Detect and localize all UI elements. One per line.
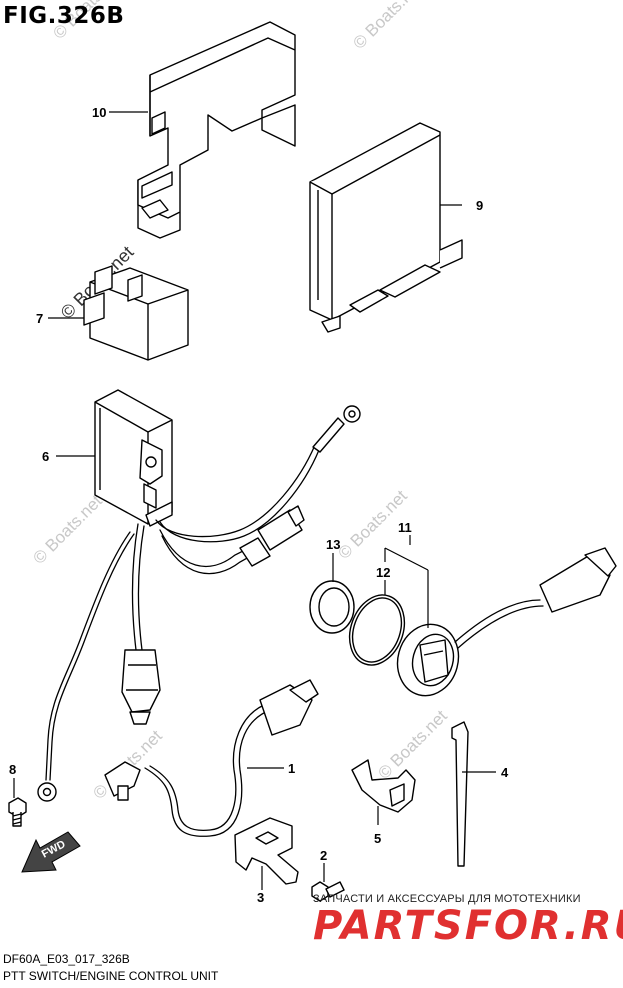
callout-13: 13 [326,537,340,552]
part-1-harness [104,679,319,837]
part-8-screw [8,797,27,827]
watermark: © Boats.net [374,706,451,783]
figure-caption: PTT SWITCH/ENGINE CONTROL UNIT [3,969,219,983]
shop-logo: PARTSFOR.RU [313,903,623,949]
shop-tagline: ЗАПЧАСТИ И АКСЕССУАРЫ ДЛЯ МОТОТЕХНИКИ [313,893,581,905]
figure-title: FIG.326B [3,3,125,29]
part-13-ring [309,580,355,634]
callout-8: 8 [9,762,16,777]
harness-wires [37,405,361,802]
callout-11: 11 [398,520,412,535]
watermark: © Boats.net [29,491,106,568]
callout-10: 10 [92,105,106,120]
callout-9: 9 [476,198,483,213]
callout-5: 5 [374,831,381,846]
part-10-cover [137,21,296,239]
callout-6: 6 [42,449,49,464]
part-11-switch [396,547,617,697]
callout-7: 7 [36,311,43,326]
part-7-relay [83,265,189,361]
callout-2: 2 [320,848,327,863]
part-5-clip [351,759,416,813]
part-6-ptt-unit [94,389,173,527]
fwd-arrow: FWD [21,831,81,873]
watermark: © Boats.net [349,0,426,53]
part-9-ecu [309,122,463,333]
callout-4: 4 [501,765,509,780]
part-4-tie [451,721,469,867]
part-12-oring [348,594,406,666]
callout-3: 3 [257,890,264,905]
part-3-bracket [234,817,299,885]
part-2-bolt [311,881,345,902]
callout-1: 1 [288,761,295,776]
callouts: 10 9 7 6 11 13 12 1 4 8 5 2 3 [9,105,509,905]
callout-12: 12 [376,565,390,580]
figure-code: DF60A_E03_017_326B [3,952,130,966]
leader-lines [13,111,496,890]
